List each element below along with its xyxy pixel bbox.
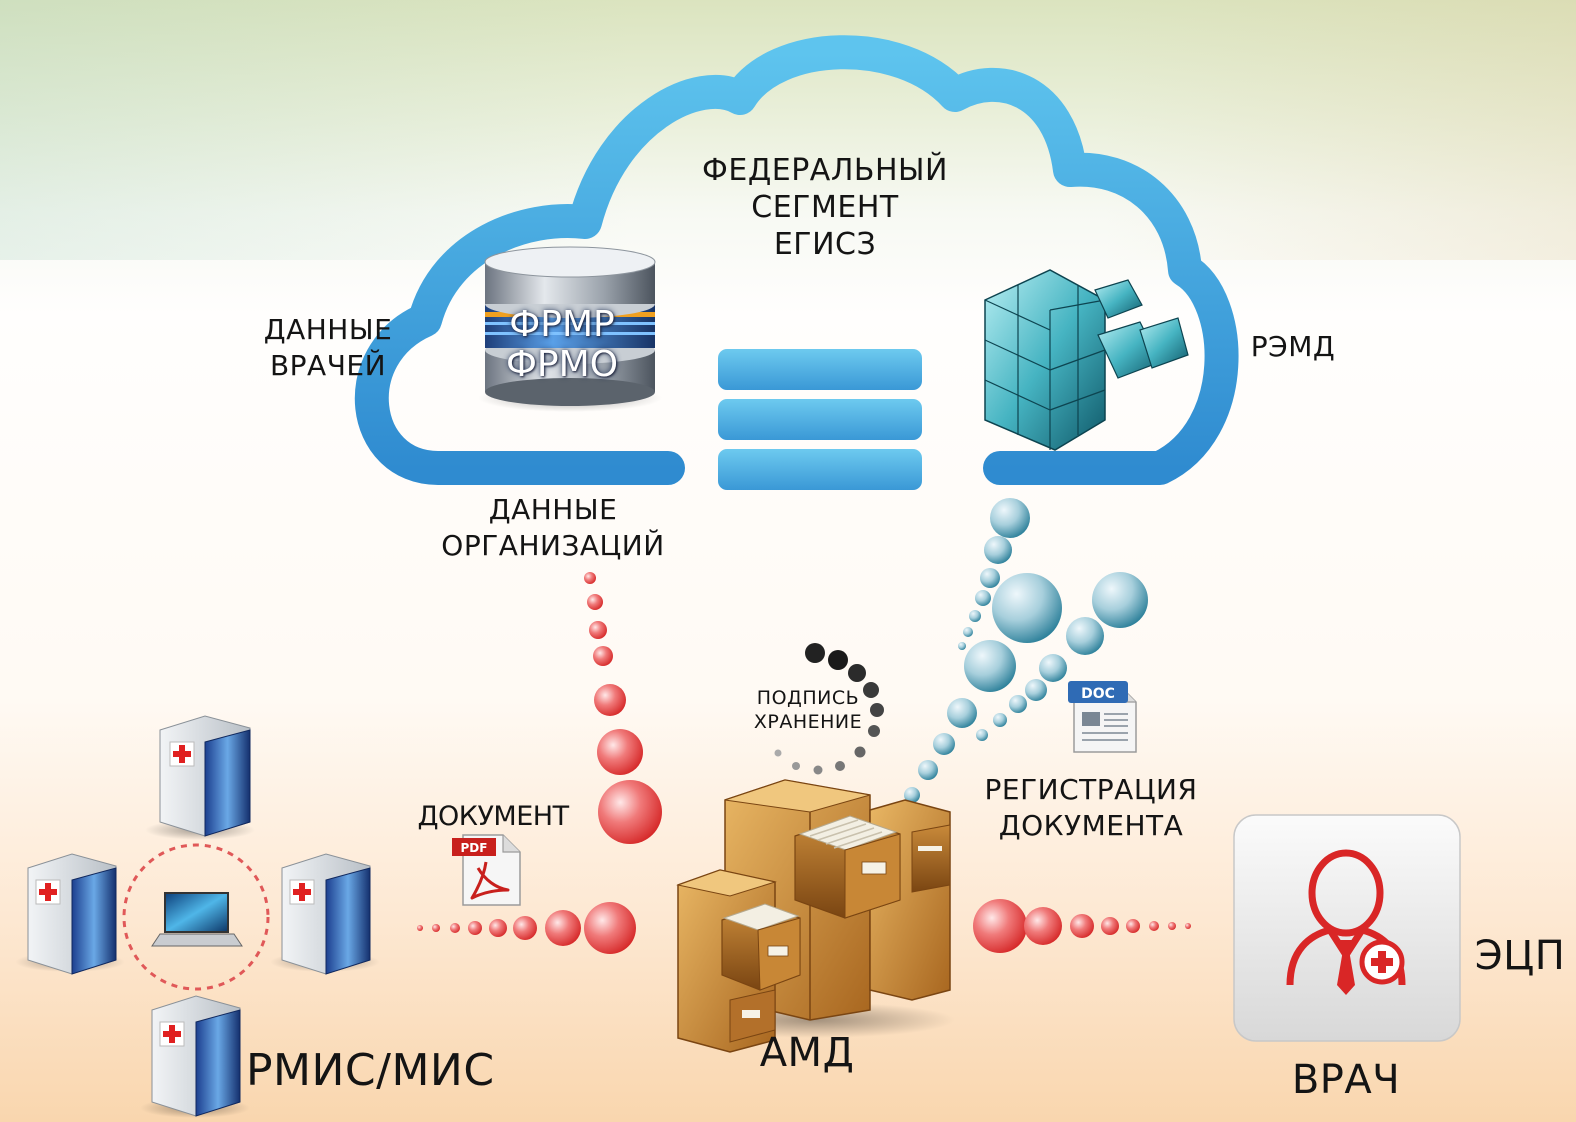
rmis-label: РМИС/МИС (246, 1045, 495, 1096)
blue-data-flow (904, 498, 1148, 803)
database-label-line: ФРМО (505, 344, 619, 385)
background-tint (0, 0, 1576, 260)
doctors-data-line: ВРАЧЕЙ (269, 349, 387, 382)
database-label: ФРМР ФРМО (482, 305, 642, 385)
ecp-label: ЭЦП (1474, 933, 1566, 979)
orgs-data-line: ДАННЫЕ (488, 493, 618, 526)
red-data-flow-left (417, 902, 636, 954)
doctors-data-label: ДАННЫЕ ВРАЧЕЙ (252, 312, 404, 384)
doc-badge: DOC (1081, 686, 1115, 702)
cloud-title-line: ЕГИСЗ (773, 227, 877, 262)
server-icon (15, 853, 125, 975)
cloud-shape (354, 35, 1239, 485)
server-icon (145, 715, 255, 840)
cloud-title: ФЕДЕРАЛЬНЫЙ СЕГМЕНТ ЕГИСЗ (690, 152, 960, 263)
sign-storage-line: ХРАНЕНИЕ (753, 711, 863, 733)
doctor-label: ВРАЧ (1291, 1057, 1401, 1103)
remd-label: РЭМД (1250, 330, 1336, 363)
registration-line: РЕГИСТРАЦИЯ (984, 773, 1198, 806)
document-label: ДОКУМЕНТ (417, 801, 569, 832)
doc-file-icon: DOC (1068, 681, 1137, 753)
cloud-title-line: СЕГМЕНТ (751, 190, 899, 225)
network-ring (122, 843, 270, 991)
red-data-flow-vertical (584, 572, 662, 844)
pdf-file-icon: PDF (452, 834, 521, 906)
sign-storage-line: ПОДПИСЬ (756, 687, 860, 709)
server-icon (270, 853, 380, 975)
orgs-data-line: ОРГАНИЗАЦИЙ (441, 529, 665, 562)
server-icon (140, 995, 250, 1118)
database-icon (478, 246, 662, 412)
sign-storage-label: ПОДПИСЬ ХРАНЕНИЕ (748, 686, 868, 734)
registration-line: ДОКУМЕНТА (998, 809, 1184, 842)
menu-bars-icon (718, 349, 922, 490)
cloud-title-line: ФЕДЕРАЛЬНЫЙ (702, 153, 948, 188)
red-data-flow-right (973, 899, 1191, 953)
registration-label: РЕГИСТРАЦИЯ ДОКУМЕНТА (975, 772, 1207, 844)
registry-cubes-icon (984, 269, 1189, 451)
filing-cabinet-icon (675, 779, 955, 1053)
database-label-line: ФРМР (509, 304, 615, 345)
orgs-data-label: ДАННЫЕ ОРГАНИЗАЦИЙ (428, 492, 678, 564)
amd-label: АМД (759, 1030, 855, 1076)
spinner-icon (774, 643, 884, 775)
pdf-badge: PDF (461, 841, 488, 855)
laptop-icon (151, 892, 243, 947)
doctor-icon (1233, 814, 1461, 1042)
doctors-data-line: ДАННЫЕ (263, 313, 393, 346)
